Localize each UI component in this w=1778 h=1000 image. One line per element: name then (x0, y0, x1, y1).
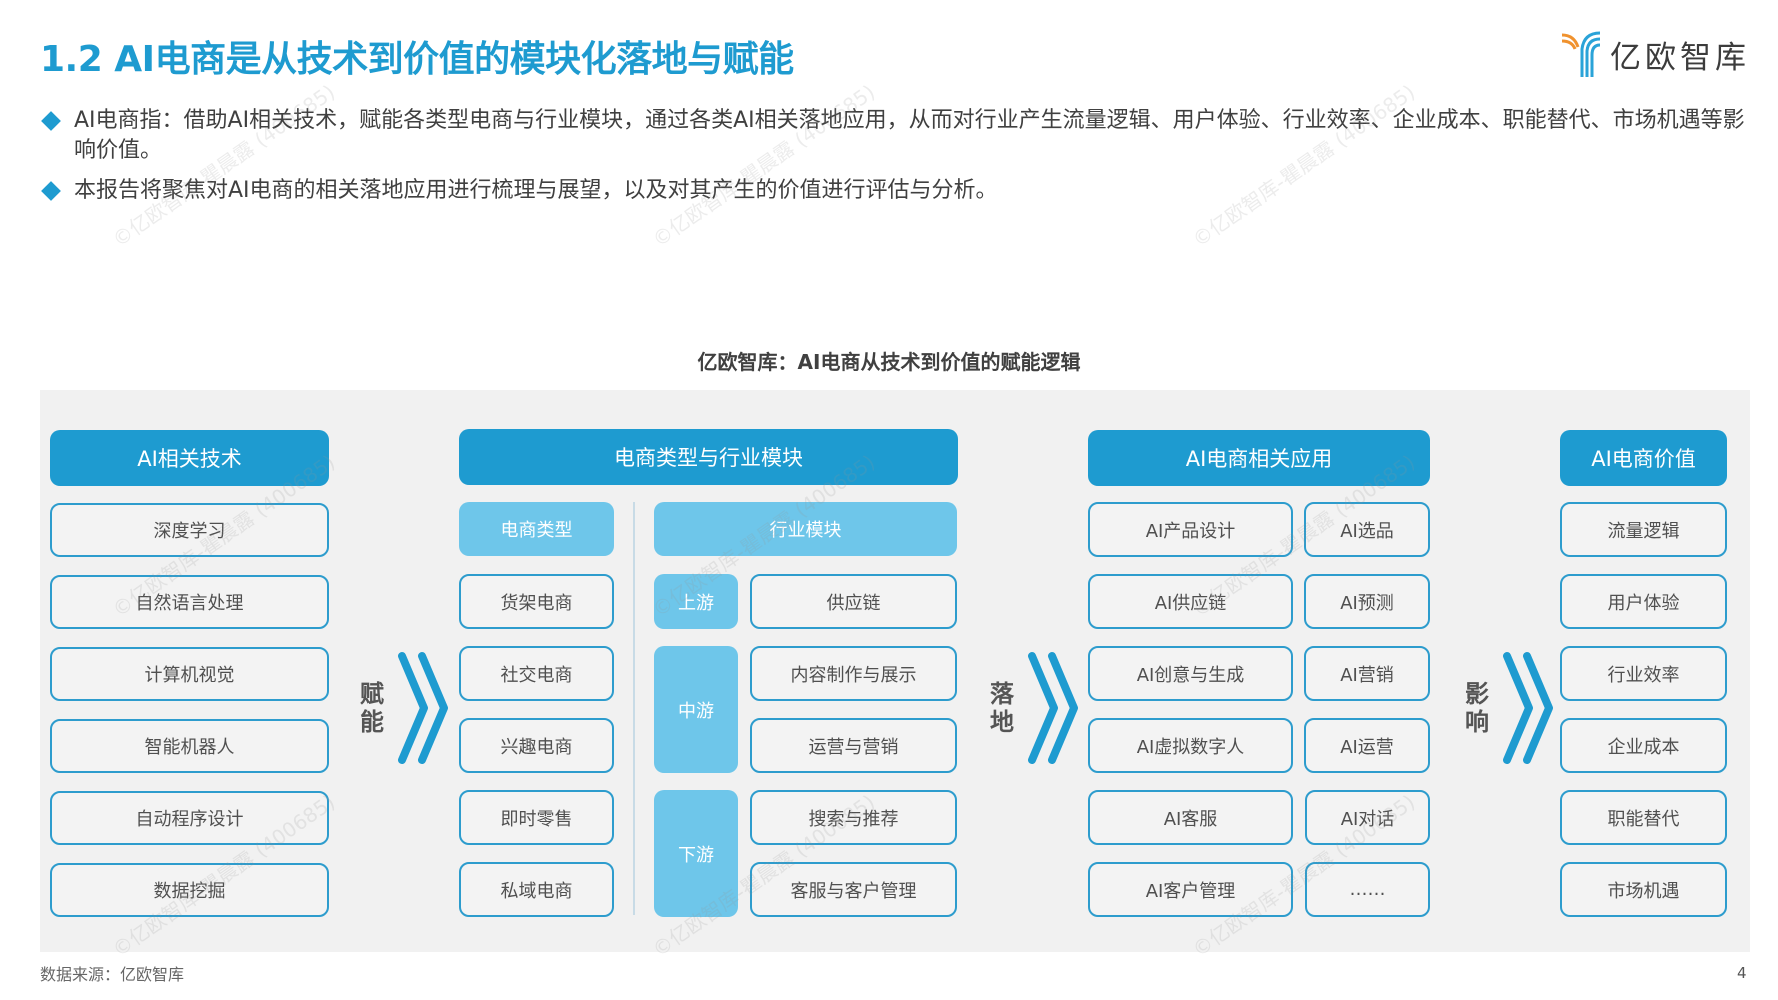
bullet-item: AI电商指：借助AI相关技术，赋能各类型电商与行业模块，通过各类AI相关落地应用… (40, 106, 1760, 166)
type-item: 货架电商 (459, 574, 614, 629)
data-source: 数据来源：亿欧智库 (40, 965, 185, 984)
application-item: AI客服 (1088, 790, 1293, 845)
stage-item: 运营与营销 (750, 718, 957, 773)
modules-header: 电商类型与行业模块 (459, 429, 958, 485)
diamond-bullet-icon (41, 111, 61, 131)
application-item: AI选品 (1304, 502, 1430, 557)
flow-label-char: 响 (1465, 708, 1489, 736)
value-item: 市场机遇 (1560, 862, 1727, 917)
logo: 亿欧智库 (1560, 28, 1750, 80)
bullet-list: AI电商指：借助AI相关技术，赋能各类型电商与行业模块，通过各类AI相关落地应用… (40, 106, 1760, 206)
industry-subheader: 行业模块 (654, 502, 957, 556)
column-divider (633, 502, 635, 915)
tech-item: 深度学习 (50, 503, 329, 557)
value-item: 流量逻辑 (1560, 502, 1727, 557)
flow-label-char: 地 (990, 708, 1014, 736)
application-item: AI供应链 (1088, 574, 1293, 629)
flow-label-char: 落 (990, 680, 1014, 708)
tech-item: 计算机视觉 (50, 647, 329, 701)
stage-downstream: 下游 (654, 790, 738, 917)
value-item: 企业成本 (1560, 718, 1727, 773)
stage-item: 搜索与推荐 (750, 790, 957, 845)
bullet-text: 本报告将聚焦对AI电商的相关落地应用进行梳理与展望，以及对其产生的价值进行评估与… (74, 178, 998, 203)
stage-item: 供应链 (750, 574, 957, 629)
tech-item: 自然语言处理 (50, 575, 329, 629)
flow-enable: 赋 能 (358, 650, 450, 766)
diamond-bullet-icon (41, 181, 61, 201)
logo-text: 亿欧智库 (1610, 39, 1750, 76)
tech-item: 自动程序设计 (50, 791, 329, 845)
types-subheader: 电商类型 (459, 502, 614, 556)
tech-item: 智能机器人 (50, 719, 329, 773)
value-item: 职能替代 (1560, 790, 1727, 845)
stage-item: 客服与客户管理 (750, 862, 957, 917)
stage-midstream: 中游 (654, 646, 738, 773)
application-item-more: …… (1305, 862, 1430, 917)
tech-header: AI相关技术 (50, 430, 329, 486)
flow-impact: 影 响 (1463, 650, 1555, 766)
type-item: 即时零售 (459, 790, 614, 845)
application-item: AI运营 (1304, 718, 1430, 773)
flow-label-char: 能 (360, 708, 384, 736)
applications-header: AI电商相关应用 (1088, 430, 1430, 486)
stage-upstream: 上游 (654, 574, 738, 629)
flow-label-char: 赋 (360, 680, 384, 708)
type-item: 私域电商 (459, 862, 614, 917)
value-header: AI电商价值 (1560, 430, 1727, 486)
page-title: 1.2 AI电商是从技术到价值的模块化落地与赋能 (40, 39, 794, 80)
flow-landing: 落 地 (988, 650, 1080, 766)
application-item: AI预测 (1304, 574, 1430, 629)
double-chevron-right-icon (1503, 652, 1553, 764)
bullet-item: 本报告将聚焦对AI电商的相关落地应用进行梳理与展望，以及对其产生的价值进行评估与… (40, 176, 1760, 206)
value-item: 用户体验 (1560, 574, 1727, 629)
application-item: AI对话 (1305, 790, 1430, 845)
diagram-title: 亿欧智库：AI电商从技术到价值的赋能逻辑 (697, 350, 1081, 374)
yiou-logo-icon (1561, 31, 1601, 77)
application-item: AI虚拟数字人 (1088, 718, 1293, 773)
application-item: AI营销 (1304, 646, 1430, 701)
double-chevron-right-icon (1028, 652, 1078, 764)
stage-item: 内容制作与展示 (750, 646, 957, 701)
type-item: 兴趣电商 (459, 718, 614, 773)
tech-item: 数据挖掘 (50, 863, 329, 917)
application-item: AI产品设计 (1088, 502, 1293, 557)
flow-label-char: 影 (1465, 680, 1489, 708)
double-chevron-right-icon (398, 652, 448, 764)
value-item: 行业效率 (1560, 646, 1727, 701)
application-item: AI创意与生成 (1088, 646, 1293, 701)
application-item: AI客户管理 (1088, 862, 1293, 917)
type-item: 社交电商 (459, 646, 614, 701)
page-number: 4 (1737, 964, 1747, 982)
bullet-text: AI电商指：借助AI相关技术，赋能各类型电商与行业模块，通过各类AI相关落地应用… (74, 108, 1745, 163)
